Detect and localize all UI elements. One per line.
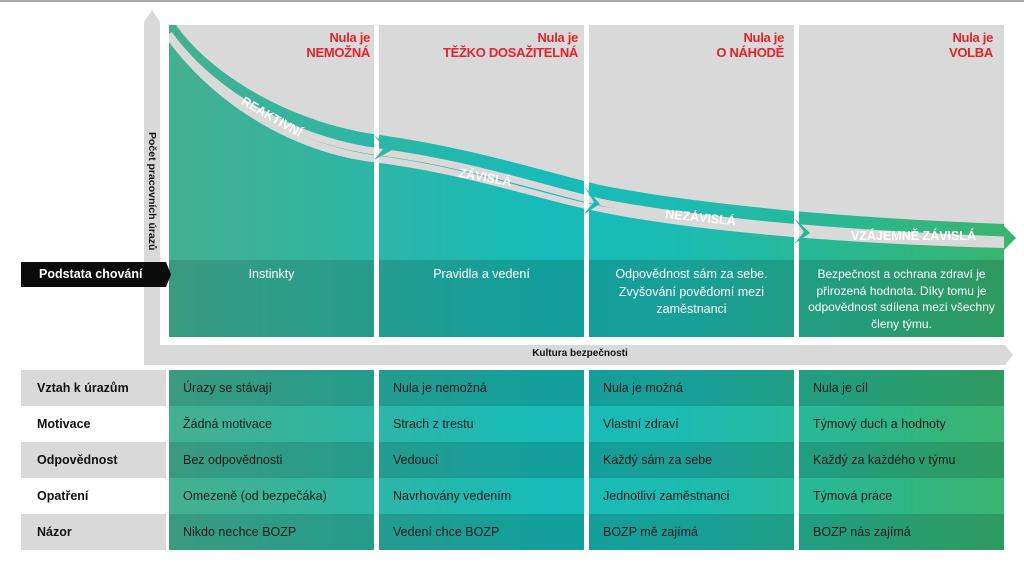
behaviour-text-4: Bezpečnost a ochrana zdraví je přirozená… <box>799 266 1004 332</box>
behaviour-text-1: Instinkty <box>169 266 374 284</box>
table-cell: BOZP mě zajímá <box>603 525 698 539</box>
table-cell: Nula je nemožná <box>393 381 487 395</box>
curve-separator <box>169 31 1004 244</box>
table-cell: Vedení chce BOZP <box>393 525 500 539</box>
rowhdr-bg <box>21 514 166 550</box>
behaviour-line: Odpovědnost sám za sebe. <box>615 267 768 281</box>
x-axis-label: Kultura bezpečnosti <box>532 348 628 359</box>
table-cell: Týmový duch a hodnoty <box>813 417 946 431</box>
table-cell: Jednotliví zaměstnanci <box>603 489 730 503</box>
behaviour-pointer-label: Podstata chování <box>21 262 171 287</box>
behaviour-line: přirozená hodnota. Díky tomu je <box>816 283 987 298</box>
zero-prefix: Nula je <box>743 30 784 45</box>
y-axis-label-text: Počet pracovních úrazů <box>146 132 158 251</box>
zero-statement: TĚŽKO DOSAŽITELNÁ <box>442 45 578 60</box>
table-cell: Nula je možná <box>603 381 683 395</box>
behaviour-line: Bezpečnost a ochrana zdraví je <box>817 267 986 281</box>
zero-statement: O NÁHODĚ <box>716 45 784 60</box>
behaviour-line: členy týmu. <box>871 316 932 331</box>
row-header-motivace: Motivace <box>37 417 91 431</box>
stage-arrow-end <box>1004 226 1016 250</box>
behaviour-text-3: Odpovědnost sám za sebe. Zvyšování pověd… <box>589 266 794 319</box>
behaviour-line: Instinkty <box>248 267 295 281</box>
stage-arrow-3 <box>794 218 810 244</box>
table-cell: Nikdo nechce BOZP <box>183 525 297 539</box>
table-cell: Vedoucí <box>393 453 439 467</box>
table-cell: Týmová práce <box>813 489 893 503</box>
zero-label-4: Nula je VOLBA <box>810 30 993 60</box>
table-cell: Navrhovány vedením <box>393 489 512 503</box>
zero-label-1: Nula je NEMOŽNÁ <box>220 30 370 60</box>
top-rule <box>0 0 1024 2</box>
zero-label-3: Nula je O NÁHODĚ <box>600 30 784 60</box>
table-cell: BOZP nás zajímá <box>813 525 911 539</box>
table-cell: Bez odpovědnosti <box>183 453 283 467</box>
stage-label-vzajemne-zavisla: VZÁJEMNĚ ZÁVISLÁ <box>851 229 977 243</box>
zero-prefix: Nula je <box>537 30 578 45</box>
table-cell: Strach z trestu <box>393 417 474 431</box>
zero-statement: NEMOŽNÁ <box>306 45 370 60</box>
behaviour-line: Pravidla a vedení <box>433 267 530 281</box>
table-cell: Omezeně (od bezpečáka) <box>183 489 327 503</box>
x-axis-arrow <box>144 345 1013 365</box>
table-cell: Každý za každého v týmu <box>813 453 956 467</box>
rowhdr-bg <box>21 370 166 406</box>
zero-label-2: Nula je TĚŽKO DOSAŽITELNÁ <box>380 30 578 60</box>
stage-arrow-1 <box>374 135 392 160</box>
table-cell: Každý sám za sebe <box>603 453 713 467</box>
behaviour-line: odpovědnost sdílena mezi všechny <box>808 300 995 314</box>
row-header-nazor: Názor <box>37 525 72 539</box>
behaviour-text-2: Pravidla a vedení <box>379 266 584 284</box>
row-header-vztah: Vztah k úrazům <box>37 381 129 395</box>
zero-prefix: Nula je <box>329 30 370 45</box>
behaviour-line: zaměstnanci <box>656 302 727 316</box>
table-cell: Žádná motivace <box>183 417 272 431</box>
y-axis-label: Počet pracovních úrazů <box>146 132 158 252</box>
table-cell: Nula je cíl <box>813 381 868 395</box>
rowhdr-bg <box>21 442 166 478</box>
zero-statement: VOLBA <box>948 45 993 60</box>
stage-arrow-2 <box>584 186 600 214</box>
table-cell: Úrazy se stávají <box>183 381 272 395</box>
behaviour-line: Zvyšování povědomí mezi <box>618 284 765 299</box>
zero-prefix: Nula je <box>952 30 993 45</box>
row-header-odpovednost: Odpovědnost <box>37 453 118 467</box>
row-header-opatreni: Opatření <box>37 489 89 503</box>
table-cell: Vlastní zdraví <box>603 417 679 431</box>
